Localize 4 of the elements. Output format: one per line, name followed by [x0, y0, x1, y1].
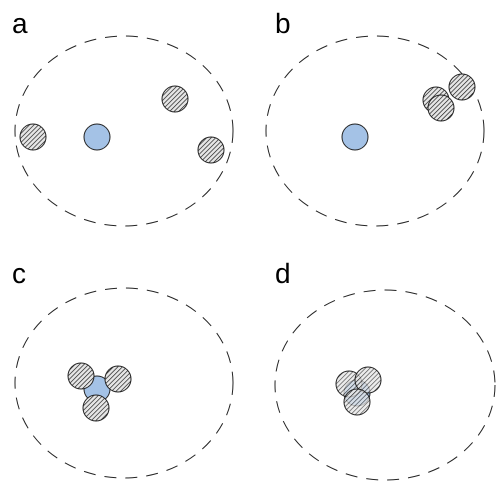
- panel-label: b: [275, 10, 291, 38]
- panel-label: c: [12, 260, 26, 288]
- panel-label: d: [275, 260, 291, 288]
- panel-label: a: [12, 10, 28, 38]
